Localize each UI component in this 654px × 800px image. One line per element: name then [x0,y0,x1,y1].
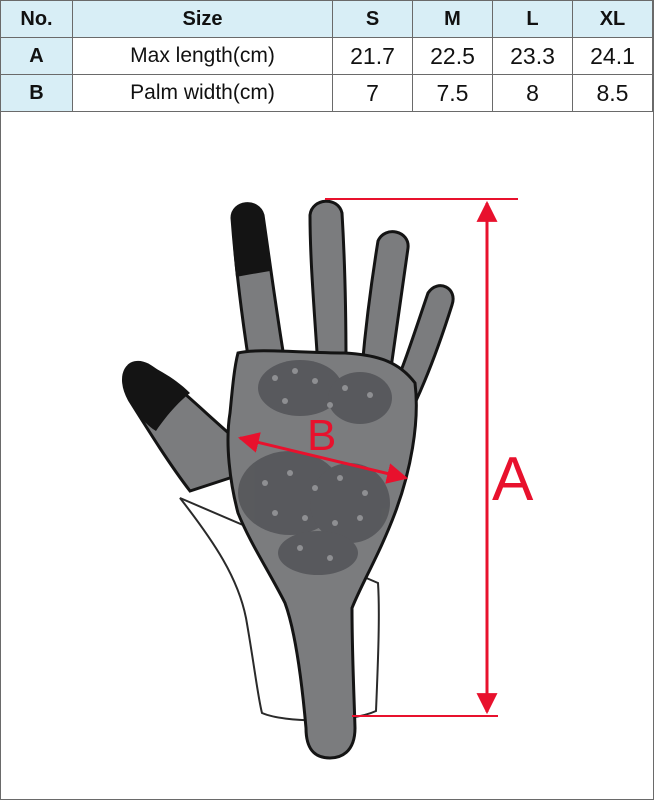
size-table: No. Size S M L XL A Max length(cm) 21.7 … [0,0,653,112]
header-no: No. [0,0,73,38]
header-m: M [412,0,493,38]
cell-value: 7 [332,74,413,112]
header-xl: XL [572,0,653,38]
thumb-tip [123,362,190,431]
row-label: Max length(cm) [72,37,333,75]
header-s: S [332,0,413,38]
index-fingertip [232,203,270,277]
row-key: B [0,74,73,112]
length-label: A [492,445,534,514]
row-label: Palm width(cm) [72,74,333,112]
table-row: A Max length(cm) 21.7 22.5 23.3 24.1 [0,37,653,75]
row-key: A [0,37,73,75]
header-size: Size [72,0,333,38]
cell-value: 21.7 [332,37,413,75]
width-label: B [307,411,336,460]
glove-middle-finger [308,199,348,370]
header-l: L [492,0,573,38]
cell-value: 22.5 [412,37,493,75]
glove-diagram: A B [0,113,652,798]
width-arrow [237,432,409,484]
cell-value: 8 [492,74,573,112]
glove-ring-finger [360,230,410,377]
table-header-row: No. Size S M L XL [0,0,653,38]
cell-value: 24.1 [572,37,653,75]
cell-value: 23.3 [492,37,573,75]
glove-illustration: A B [122,198,534,760]
table-row: B Palm width(cm) 7 7.5 8 8.5 [0,74,653,112]
cell-value: 7.5 [412,74,493,112]
cell-value: 8.5 [572,74,653,112]
